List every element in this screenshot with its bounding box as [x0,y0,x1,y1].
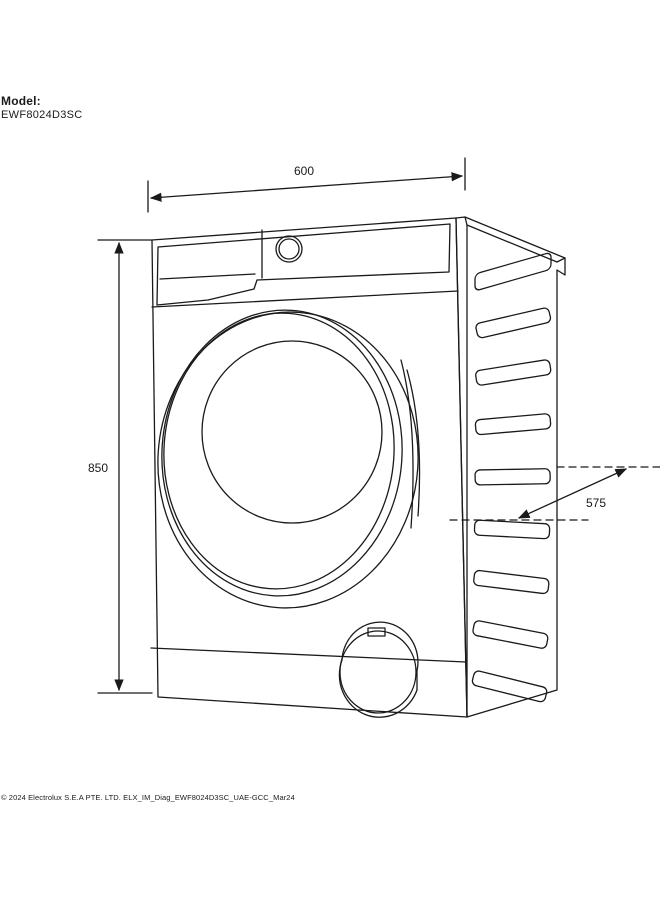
side-vent [474,252,552,291]
side-vent [475,307,552,339]
front-panel [150,217,468,718]
side-vent [473,519,551,540]
door-ring [161,309,403,597]
side-vent [473,569,550,595]
filter-cover-tab [367,627,386,637]
filter-cover [338,621,419,718]
door-outer-rim [157,311,419,609]
model-label: Model: [1,94,41,108]
height-dimension: 850 [88,239,153,694]
depth-value: 575 [586,496,606,510]
door [157,309,421,609]
drawer-handle [159,273,256,280]
side-vent [472,620,549,649]
program-knob [275,235,303,263]
front-panel-outline [151,217,468,718]
kickplate-line [150,647,467,663]
door-glass [201,340,383,524]
copyright-footer: © 2024 Electrolux S.E.A PTE. LTD. ELX_IM… [1,793,295,802]
side-vent [474,468,551,486]
width-dimension: 600 [147,157,466,213]
side-vents [471,252,552,703]
depth-dimension: 575 [449,466,660,521]
depth-arrow [517,468,628,519]
side-vent [471,670,548,703]
height-value: 850 [88,461,108,475]
width-arrow [149,172,464,202]
side-vent [474,413,552,436]
side-panel-outline [455,216,566,718]
filter-cover-outline [338,621,419,718]
detergent-drawer [156,223,451,306]
side-panel [455,216,566,718]
side-vent [475,359,552,386]
width-value: 600 [294,164,314,178]
model-number: EWF8024D3SC [1,109,83,121]
control-panel-divider [151,290,459,308]
